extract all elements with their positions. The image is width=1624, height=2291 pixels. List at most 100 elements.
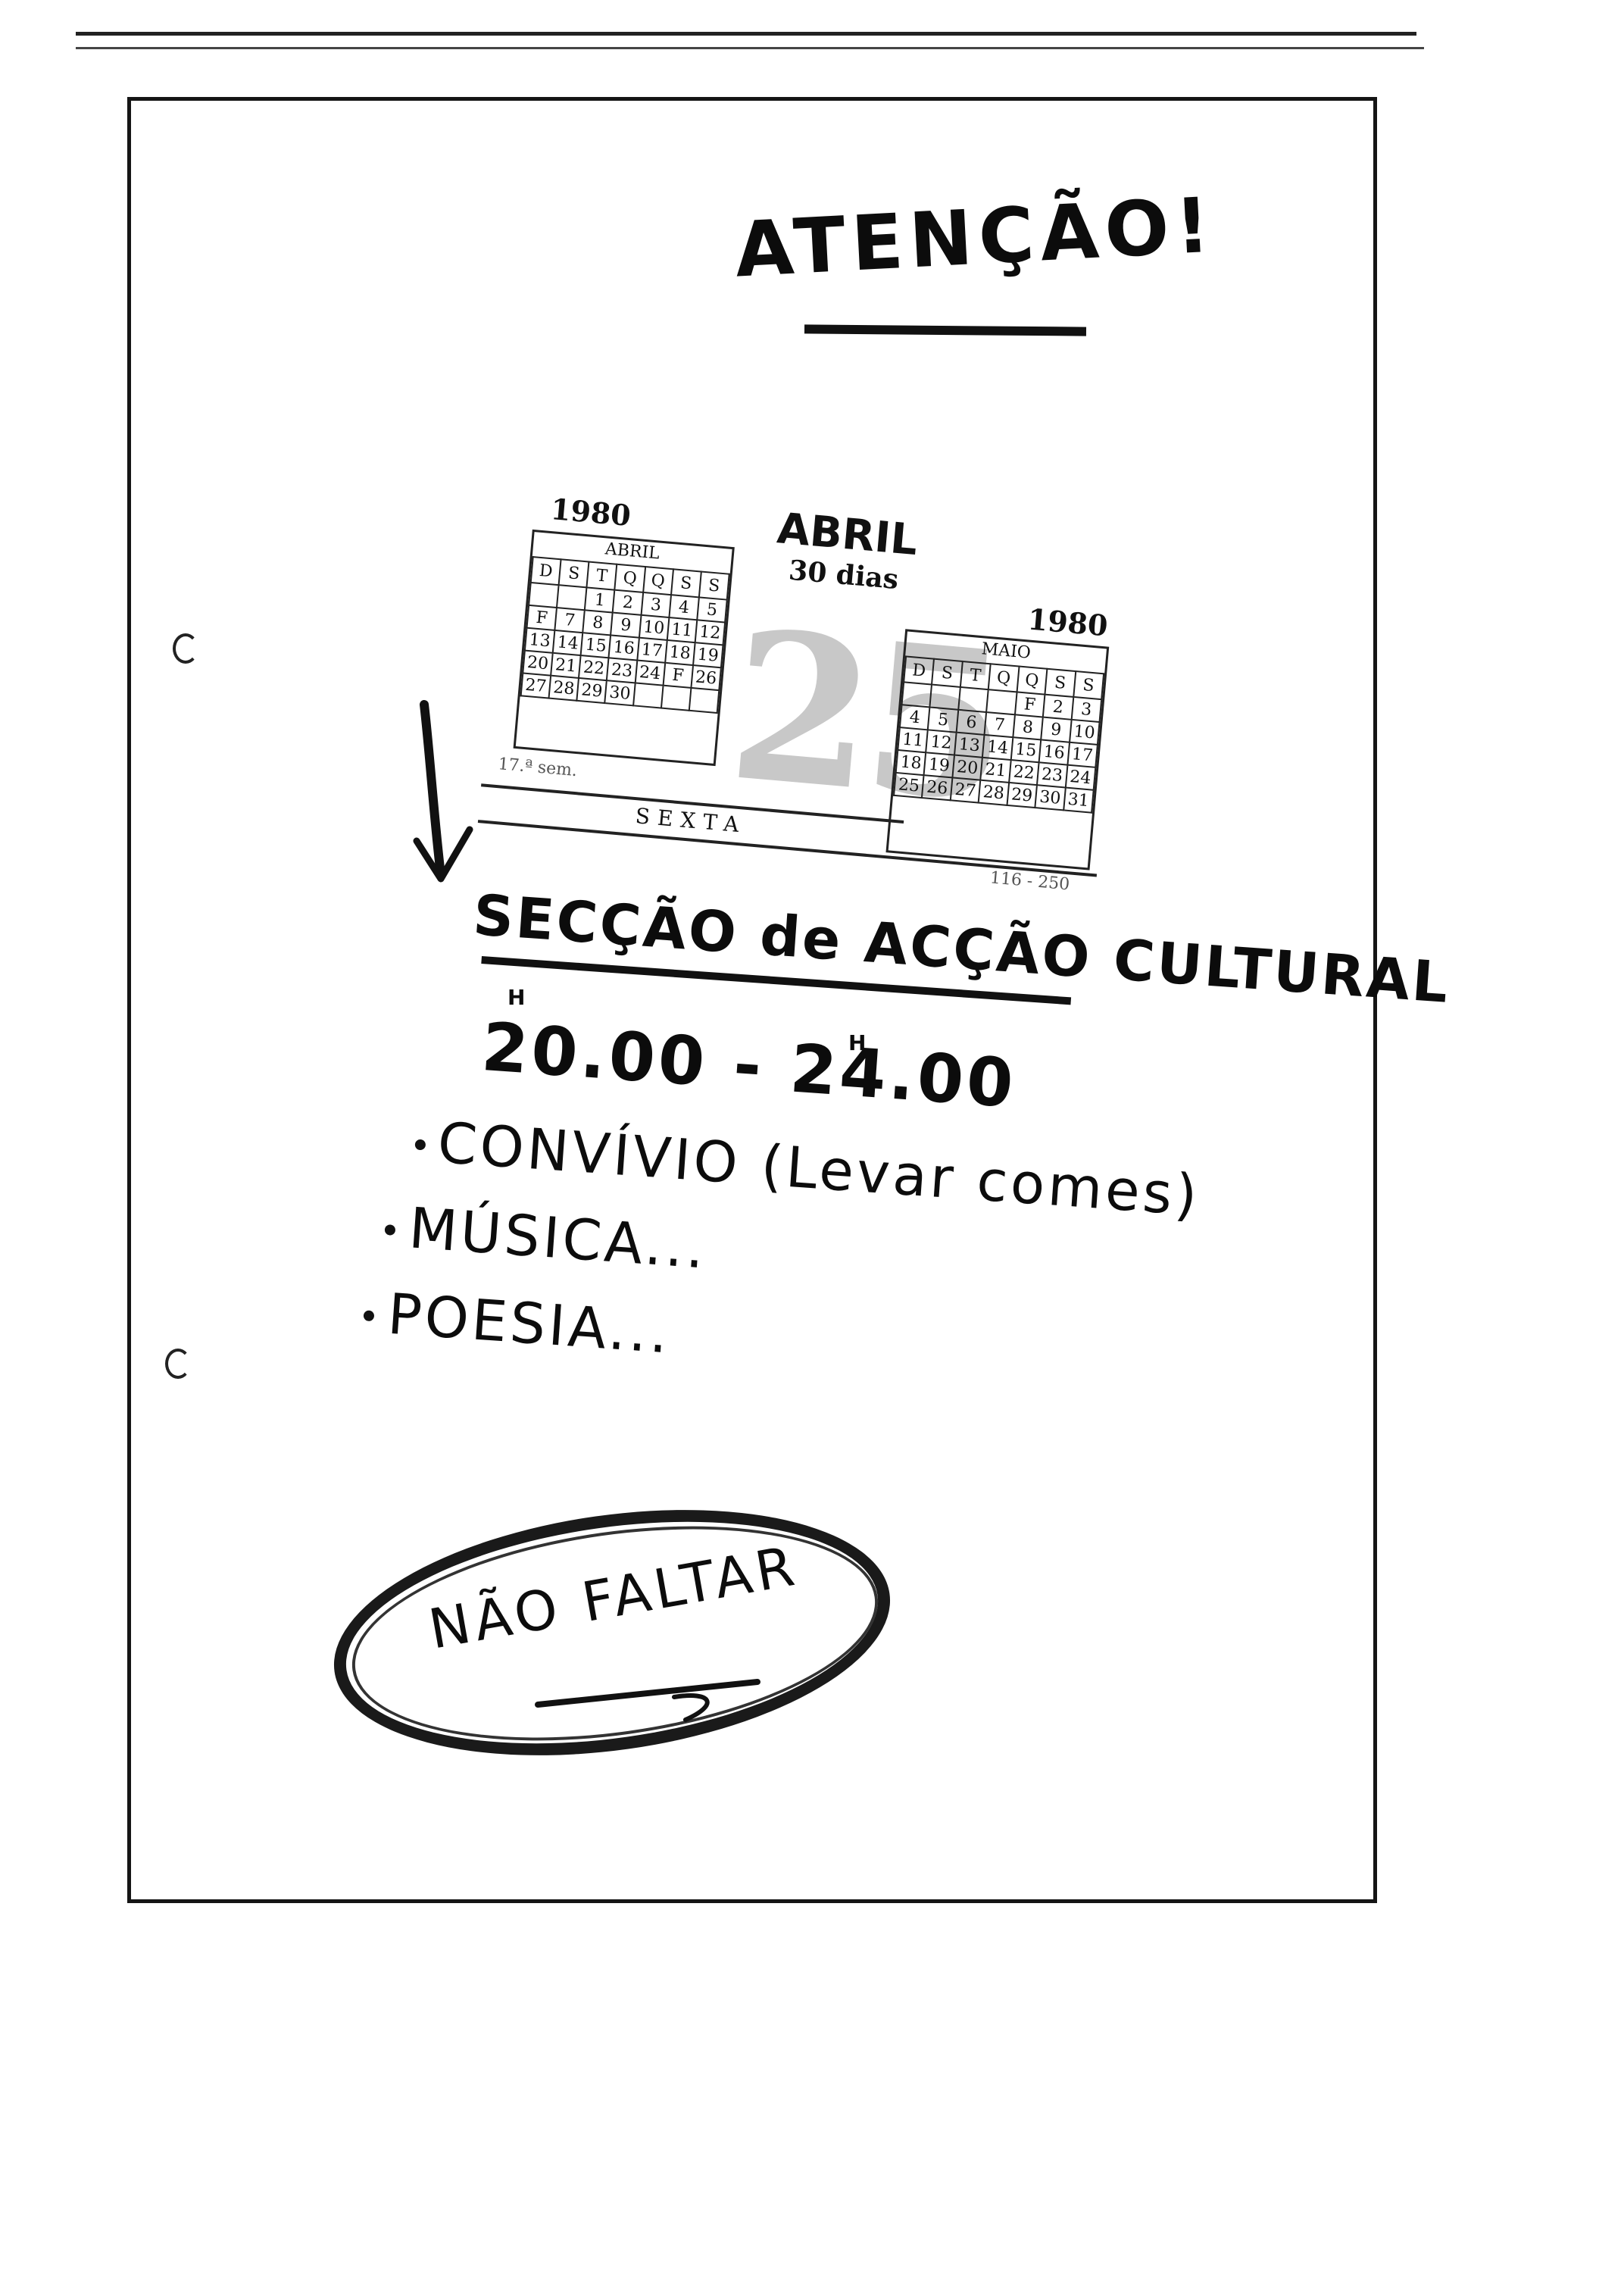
weekday-header: S [1073, 671, 1104, 700]
day-cell: 3 [1071, 696, 1102, 723]
day-cell: 9 [1041, 717, 1072, 742]
day-cell: 24 [1065, 764, 1096, 790]
top-edge-rule-secondary [76, 47, 1424, 49]
day-cell: 10 [639, 614, 670, 640]
right-mini-calendar: MAIO D S T Q Q S S F 2 3 4 5 [885, 629, 1110, 870]
day-cell: 6 [956, 709, 987, 735]
day-cell: 8 [1013, 714, 1043, 740]
bullet-dot [414, 1139, 426, 1151]
footer-underline-arrow-icon [535, 1679, 760, 1722]
top-edge-rule [76, 32, 1416, 36]
day-cell: 27 [520, 673, 551, 699]
day-cell: 12 [695, 620, 726, 645]
day-cell: 16 [1038, 739, 1070, 765]
day-cell: 29 [1007, 782, 1038, 808]
day-cell [986, 689, 1017, 715]
day-cell: 24 [635, 660, 665, 686]
day-cell: 22 [1008, 760, 1039, 786]
day-cell: 18 [664, 639, 695, 666]
left-mini-grid: D S T Q Q S S 1 2 3 4 5 F 7 8 9 [520, 556, 730, 714]
day-cell [557, 585, 587, 611]
weekday-header: S [1045, 668, 1076, 697]
day-cell: 9 [611, 612, 642, 638]
day-cell: 11 [898, 727, 929, 753]
weekday-header: D [904, 656, 935, 685]
day-cell: F [526, 605, 557, 630]
day-cell: 25 [894, 772, 924, 799]
bullet-dot [384, 1224, 396, 1236]
bullet-dot [363, 1310, 375, 1322]
day-cell [632, 683, 664, 708]
weekday-header: Q [1017, 666, 1048, 695]
weekday-header: S [670, 569, 701, 598]
day-cell: 31 [1063, 787, 1094, 813]
left-mini-calendar: ABRIL D S T Q Q S S 1 2 3 4 5 F [513, 529, 735, 767]
day-cell: 5 [928, 707, 959, 733]
weekday-header: Q [642, 567, 673, 595]
day-cell: 5 [697, 597, 727, 623]
day-cell: 2 [613, 589, 643, 615]
day-cell: 15 [580, 633, 611, 658]
day-cell: 30 [604, 680, 636, 706]
day-cell: 20 [952, 755, 983, 780]
weekday-header: D [530, 557, 561, 586]
day-cell: 17 [1067, 742, 1098, 767]
weekday-header: T [960, 661, 991, 690]
day-cell: 28 [548, 675, 579, 701]
day-cell: 23 [607, 658, 637, 683]
weekday-header: S [558, 559, 589, 588]
day-cell [958, 686, 988, 713]
day-cell: 13 [954, 732, 985, 758]
day-cell: 4 [669, 595, 699, 620]
hour-mark-start: H [508, 985, 526, 1010]
day-cell: 2 [1042, 694, 1073, 720]
day-cell: 27 [950, 777, 981, 803]
day-cell: 29 [576, 677, 607, 704]
day-cell: 19 [692, 642, 723, 668]
page-frame [127, 97, 1377, 1903]
weekday-header: Q [614, 564, 645, 592]
day-cell: 20 [523, 650, 553, 676]
day-cell: 7 [554, 608, 586, 633]
hour-mark-end: H [848, 1030, 867, 1055]
day-cell: 18 [895, 750, 926, 776]
day-cell: 11 [667, 617, 698, 643]
day-cell [689, 687, 720, 714]
day-cell: F [1014, 692, 1045, 717]
day-cell: 28 [978, 780, 1009, 805]
week-label: 17.ª sem. [497, 755, 578, 781]
day-cell: 26 [691, 665, 721, 691]
weekday-header: S [698, 571, 729, 600]
day-cell: 4 [899, 705, 930, 730]
day-cell [929, 684, 960, 710]
weekday-header: Q [988, 664, 1020, 692]
day-cell: 15 [1010, 737, 1042, 763]
left-mini-year: 1980 [549, 491, 632, 533]
day-cell: 22 [579, 655, 609, 681]
day-cell: 13 [524, 627, 555, 653]
day-cell [661, 685, 692, 711]
day-cell: 10 [1069, 719, 1100, 745]
punch-hole-top [173, 633, 198, 664]
day-cell: 16 [608, 635, 639, 661]
day-cell: 21 [551, 652, 581, 678]
right-mini-year: 1980 [1026, 602, 1110, 643]
hand-drawn-arrow-icon [413, 700, 473, 883]
day-cell [901, 682, 932, 708]
day-cell [529, 582, 559, 608]
day-cell: F [663, 662, 693, 688]
day-cell: 14 [552, 630, 583, 656]
weekday-header: T [586, 561, 617, 590]
day-cell: 12 [926, 730, 957, 755]
day-cell: 19 [923, 752, 954, 778]
right-mini-grid: D S T Q Q S S F 2 3 4 5 6 7 [893, 655, 1104, 813]
day-cell: 30 [1035, 785, 1066, 811]
punch-hole-bottom [165, 1349, 191, 1379]
day-cell: 23 [1037, 762, 1067, 788]
day-cell: 3 [641, 592, 671, 618]
day-cell: 14 [982, 734, 1013, 761]
day-cell: 17 [636, 637, 667, 663]
day-cell: 7 [984, 712, 1015, 738]
list-item-text: POESIA... [386, 1281, 673, 1367]
weekday-header: S [932, 658, 963, 687]
